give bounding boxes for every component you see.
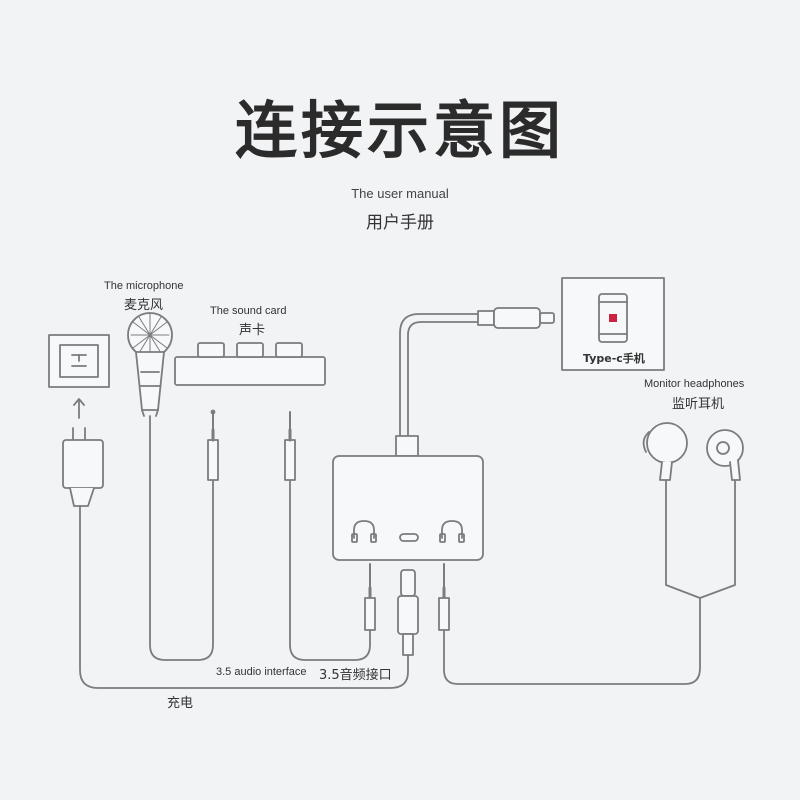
earbud-icon: [706, 429, 744, 481]
sound-card-icon: [174, 342, 326, 386]
jack-plug-icon: [207, 409, 219, 481]
usb-c-plug-icon: [397, 569, 419, 656]
soundcard-label-en: The sound card: [210, 305, 287, 317]
power-plug-icon: [62, 427, 104, 507]
adapter-hub: [332, 435, 484, 561]
page-title: 连接示意图: [234, 94, 565, 167]
phone-card: [561, 277, 665, 371]
soundcard-label-cn: 声卡: [239, 323, 266, 338]
headphone-port-icon: [439, 520, 465, 543]
soundcard-cable: [289, 479, 371, 661]
earbud-icon: [642, 422, 688, 481]
subtitle-english: The user manual: [351, 186, 449, 201]
charging-cable: [79, 505, 409, 689]
arrow-up-icon: [73, 398, 85, 419]
audio-interface-label-cn: 3.5音频接口: [319, 664, 392, 683]
audio-interface-label-en: 3.5 audio interface: [214, 666, 309, 678]
jack-plug-icon: [364, 563, 376, 631]
microphone-icon: [127, 312, 173, 417]
headphone-port-icon: [351, 520, 377, 543]
charging-label: 充电: [167, 696, 194, 711]
jack-plug-icon: [438, 563, 450, 631]
phone-label: Type-c手机: [583, 352, 645, 365]
headphone-cable: [443, 479, 736, 685]
type-c-cable: [399, 307, 555, 437]
headphones-label-en: Monitor headphones: [644, 378, 745, 390]
usb-c-port: [399, 533, 419, 542]
headphones-label-cn: 监听耳机: [672, 397, 725, 412]
subtitle-chinese: 用户手册: [366, 213, 434, 233]
microphone-label-cn: 麦克风: [124, 298, 164, 313]
microphone-cable: [149, 415, 214, 661]
wall-socket-icon: [48, 334, 110, 388]
microphone-label-en: The microphone: [104, 280, 184, 292]
jack-plug-icon: [284, 411, 296, 481]
